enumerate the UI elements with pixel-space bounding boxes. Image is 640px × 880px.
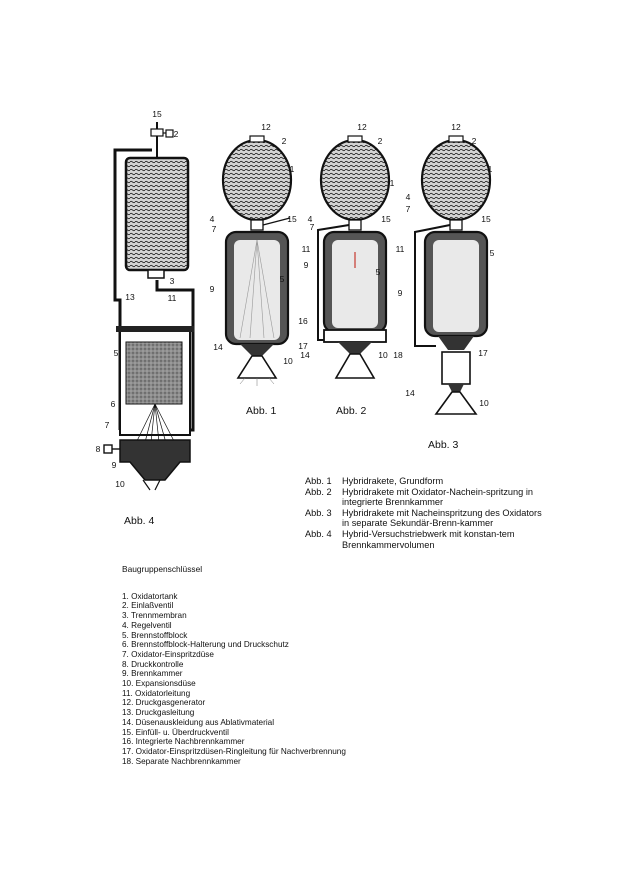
callout-number: 7 — [406, 204, 411, 214]
caption-label: Abb. 1 — [305, 476, 332, 486]
callout-number: 12 — [451, 122, 461, 132]
figure-abb4 — [103, 122, 195, 491]
caption-text: Hybridrakete, Grundform — [342, 476, 444, 486]
callout-number: 1 — [488, 164, 493, 174]
callout-number: 13 — [125, 292, 135, 302]
callout-number: 9 — [112, 460, 117, 470]
callout-number: 3 — [170, 276, 175, 286]
callout-number: 5 — [490, 248, 495, 258]
callout-number: 1 — [290, 164, 295, 174]
legend-item: 13. Druckgasleitung — [122, 708, 195, 718]
legend-item: 18. Separate Nachbrennkammer — [122, 756, 241, 766]
legend-item: 9. Brennkammer — [122, 669, 183, 679]
callout-number: 15 — [381, 214, 391, 224]
callout-number: 7 — [310, 222, 315, 232]
callout-number: 7 — [212, 224, 217, 234]
callout-number: 5 — [114, 348, 119, 358]
legend-item: 11. Oxidatorleitung — [122, 688, 191, 698]
caption-abb2: Abb. 2 Hybridrakete mit Oxidator-Nachein… — [305, 487, 550, 508]
callout-number: 2 — [472, 136, 477, 146]
caption-text: Hybrid-Versuchstriebwerk mit konstan-tem… — [342, 528, 515, 550]
legend-item: 10. Expansionsdüse — [122, 679, 196, 689]
legend-item: 16. Integrierte Nachbrennkammer — [122, 737, 245, 747]
caption-abb1: Abb. 1 Hybridrakete, Grundform — [305, 476, 550, 487]
callout-number: 10 — [115, 479, 125, 489]
legend-item: 5. Brennstoffblock — [122, 630, 188, 640]
caption-text: Hybridrakete mit Nacheinspritzung des Ox… — [342, 507, 542, 529]
callout-number: 17 — [298, 341, 308, 351]
nozzle-abb4 — [119, 439, 191, 481]
callout-number: 9 — [398, 288, 403, 298]
legend-item: 14. Düsenauskleidung aus Ablativmaterial — [122, 717, 275, 727]
callout-number: 17 — [478, 348, 488, 358]
callout-number: 15 — [152, 109, 162, 119]
caption-label: Abb. 4 — [305, 528, 332, 539]
legend-title: Baugruppenschlüssel — [122, 564, 203, 574]
callout-number: 18 — [393, 350, 403, 360]
callout-number: 11 — [302, 244, 311, 254]
callout-number: 4 — [406, 192, 411, 202]
callout-number: 11 — [168, 293, 177, 303]
callout-number: 7 — [105, 420, 110, 430]
callout-number: 8 — [96, 444, 101, 454]
caption-text: Hybridrakete mit Oxidator-Nachein-spritz… — [342, 486, 533, 508]
callout-number: 14 — [213, 342, 223, 352]
figure-abb3 — [414, 135, 492, 415]
legend-item: 17. Oxidator-Einspritzdüsen-Ringleitung … — [122, 746, 346, 756]
legend-item: 1. Oxidatortank — [122, 591, 178, 601]
caption-label: Abb. 3 — [305, 507, 332, 518]
figure-label: Abb. 2 — [336, 405, 367, 417]
callout-number: 6 — [111, 399, 116, 409]
callout-number: 10 — [479, 398, 489, 408]
callout-number: 16 — [298, 316, 308, 326]
callout-number: 2 — [174, 129, 179, 139]
callout-number: 5 — [376, 267, 381, 277]
figure-abb2 — [317, 135, 391, 379]
callout-number: 4 — [308, 214, 313, 224]
legend-item: 2. Einlaßventil — [122, 601, 174, 611]
callout-number: 10 — [283, 356, 293, 366]
oxidizer-tank — [124, 156, 190, 272]
callout-number: 11 — [396, 244, 405, 254]
caption-abb4: Abb. 4 Hybrid-Versuchstriebwerk mit kons… — [305, 529, 550, 550]
legend-item: 3. Trennmembran — [122, 611, 187, 621]
legend-item: 12. Druckgasgenerator — [122, 698, 206, 708]
legend-item: 4. Regelventil — [122, 620, 172, 630]
figure-label: Abb. 4 — [124, 515, 155, 527]
caption-abb3: Abb. 3 Hybridrakete mit Nacheinspritzung… — [305, 508, 550, 529]
figure-captions: Abb. 1 Hybridrakete, Grundform Abb. 2 Hy… — [305, 476, 550, 550]
legend-item: 6. Brennstoffblock-Halterung und Drucksc… — [122, 640, 289, 650]
callout-number: 14 — [405, 388, 415, 398]
callout-number: 2 — [282, 136, 287, 146]
callout-number: 4 — [210, 214, 215, 224]
callout-number: 15 — [481, 214, 491, 224]
legend-item: 15. Einfüll- u. Überdruckventil — [122, 727, 229, 737]
caption-label: Abb. 2 — [305, 486, 332, 497]
legend-item: 7. Oxidator-Einspritzdüse — [122, 649, 214, 659]
callout-number: 12 — [357, 122, 367, 132]
legend-item: 8. Druckkontrolle — [122, 659, 184, 669]
callout-number: 9 — [304, 260, 309, 270]
callout-number: 9 — [210, 284, 215, 294]
figure-label: Abb. 1 — [246, 405, 277, 417]
callout-number: 12 — [261, 122, 271, 132]
callout-number: 1 — [390, 178, 395, 188]
callout-number: 15 — [287, 214, 297, 224]
callout-number: 10 — [378, 350, 388, 360]
callout-number: 14 — [300, 350, 310, 360]
callout-number: 2 — [378, 136, 383, 146]
figure-label: Abb. 3 — [428, 439, 459, 451]
figure-abb1 — [221, 135, 293, 386]
callout-number: 5 — [280, 274, 285, 284]
